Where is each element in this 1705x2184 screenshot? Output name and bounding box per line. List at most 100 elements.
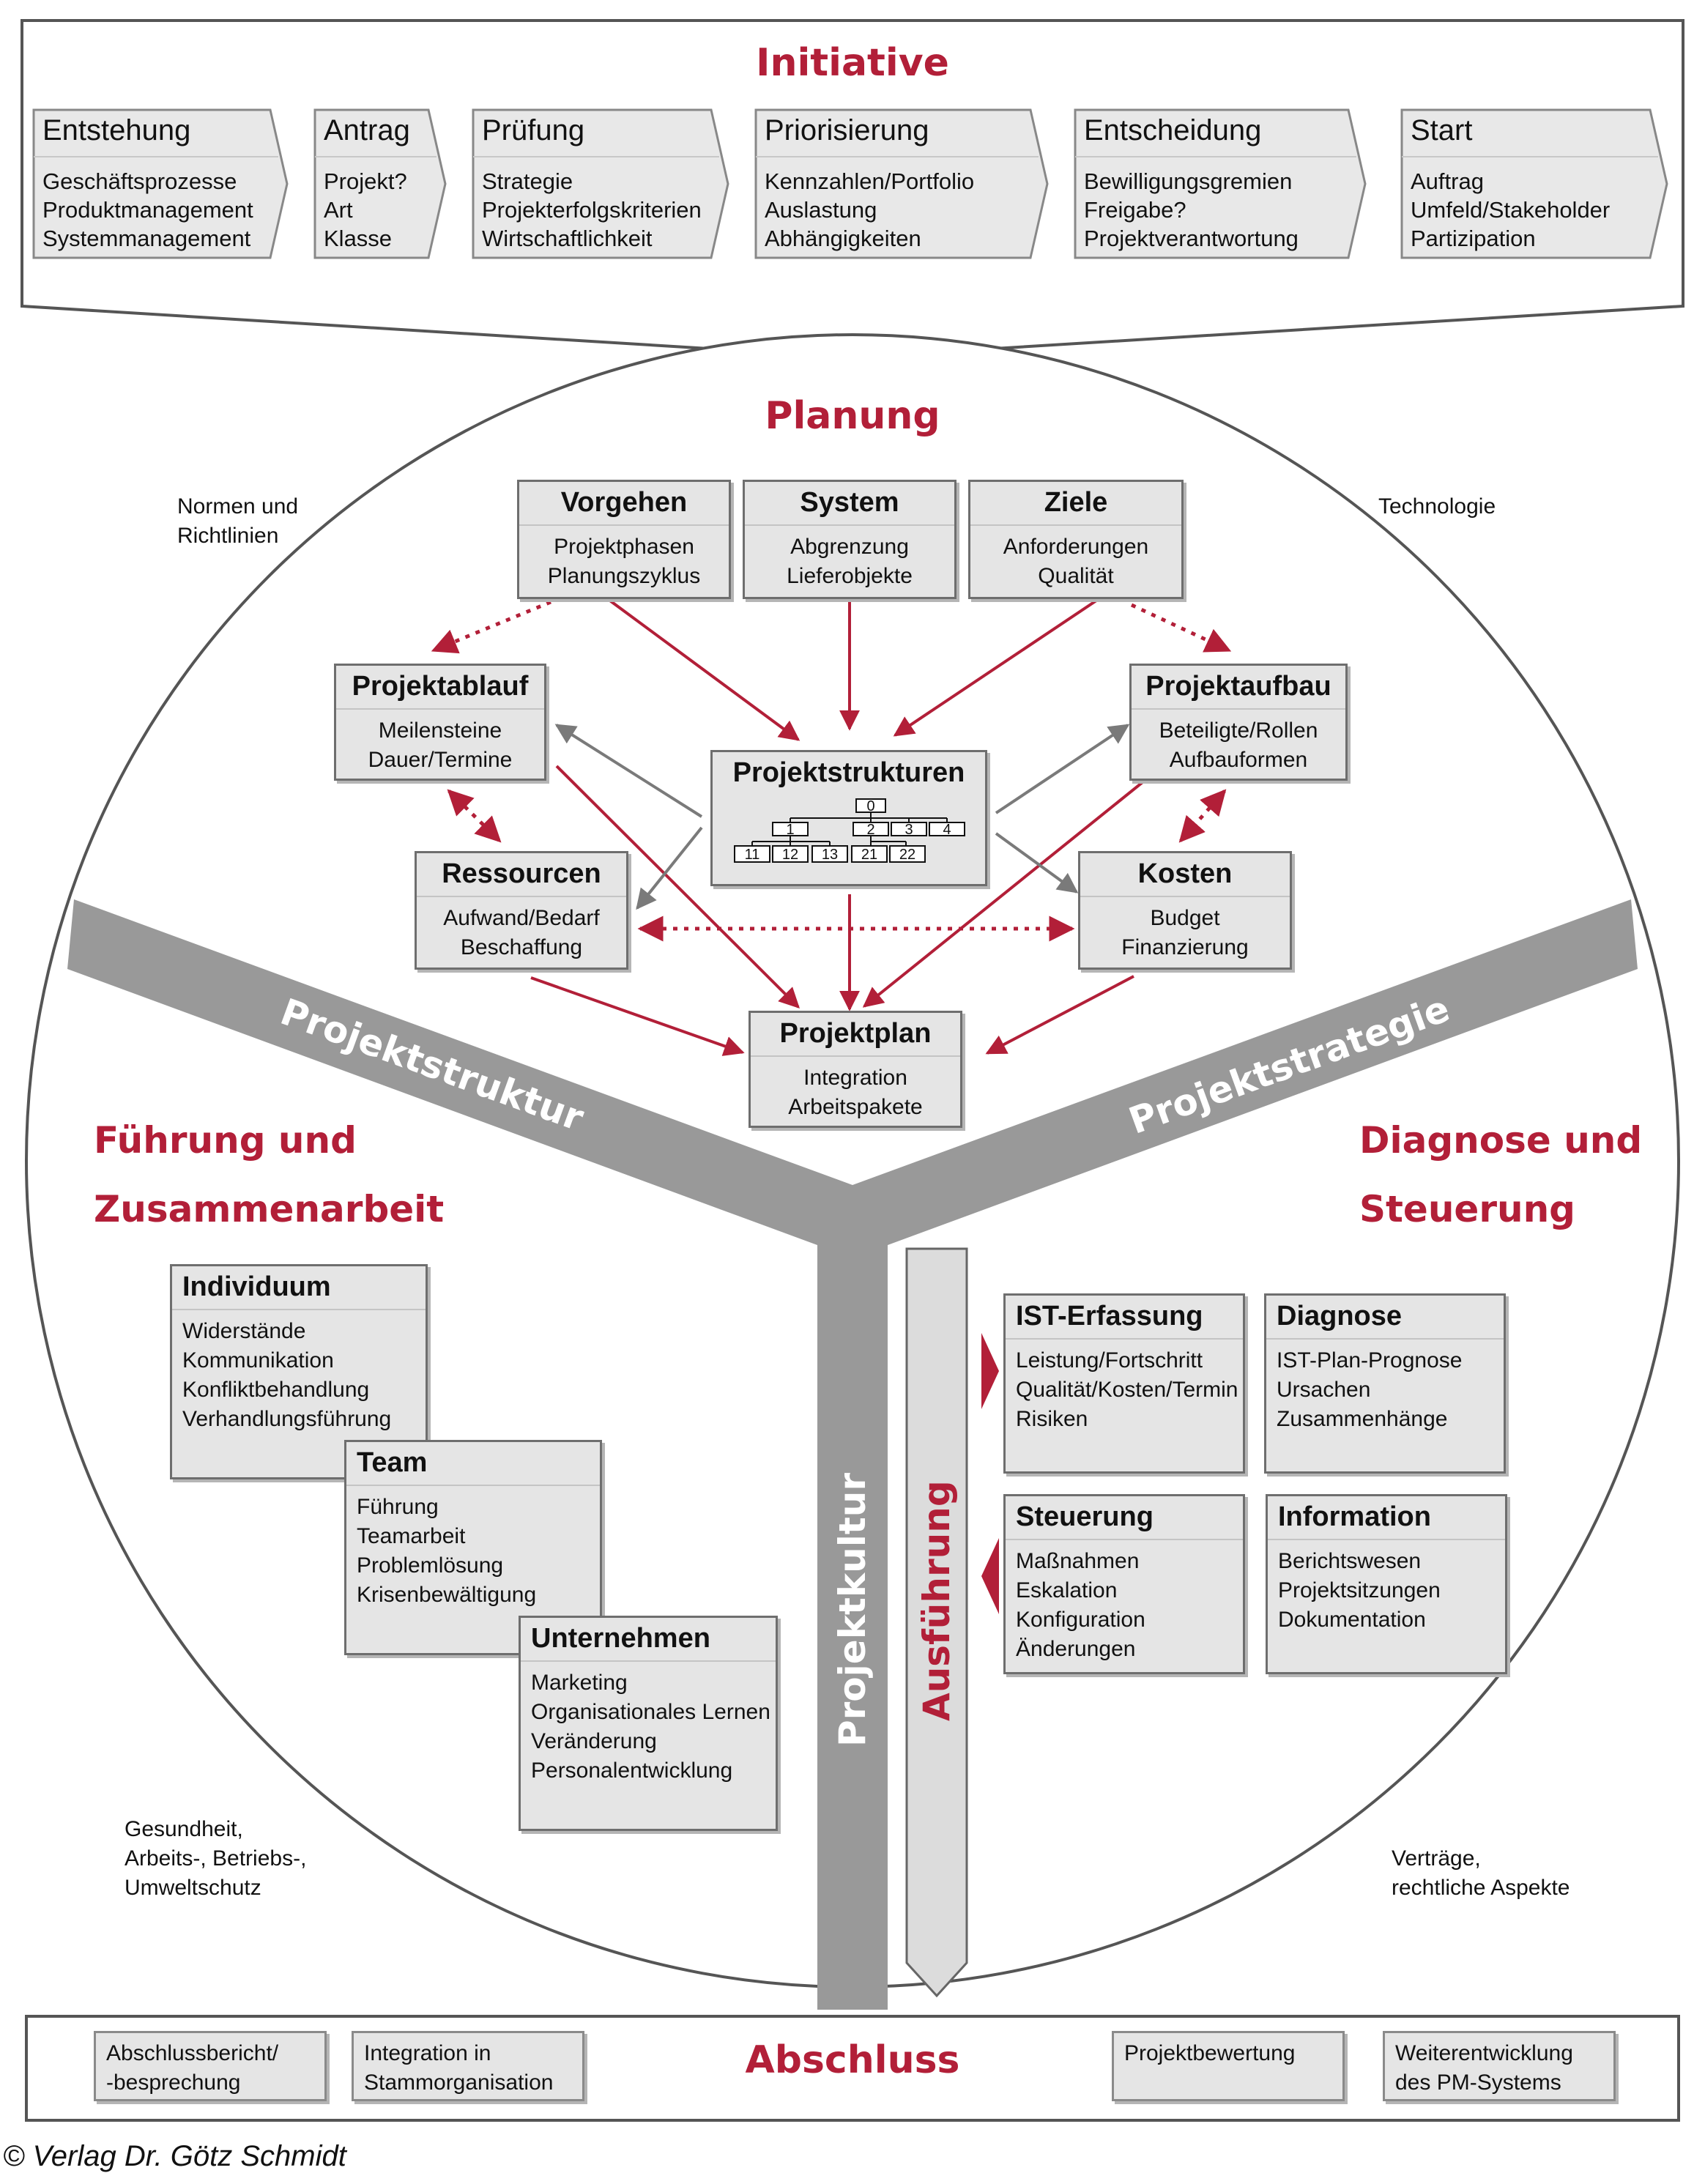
box-title: Projektplan bbox=[751, 1013, 960, 1057]
wbs-node: 2 bbox=[866, 822, 874, 838]
chevron-shape bbox=[1074, 108, 1367, 259]
box-ziele: Ziele Anforderungen Qualität bbox=[968, 480, 1184, 599]
box-projektstrukturen: Projektstrukturen bbox=[710, 750, 987, 886]
step-lines: Geschäftsprozesse Produktmanagement Syst… bbox=[42, 168, 253, 251]
box-title: Team bbox=[346, 1442, 600, 1486]
step-lines: Projekt? Art Klasse bbox=[324, 168, 407, 251]
note-technologie: Technologie bbox=[1378, 494, 1496, 519]
fuehrung-title-line-2: Zusammenarbeit bbox=[94, 1188, 445, 1230]
planung-title: Planung bbox=[765, 394, 940, 438]
step-start: Start Auftrag Umfeld/Stakeholder Partizi… bbox=[1400, 108, 1668, 259]
arrow-ressourcen-plan bbox=[530, 976, 745, 1056]
band-label-projektkultur: Projektkultur bbox=[831, 1473, 874, 1747]
diagnose-title-line-2: Steuerung bbox=[1359, 1188, 1575, 1230]
diagnose-title-line-1: Diagnose und bbox=[1359, 1119, 1643, 1162]
box-lines: Widerstände Kommunikation Konfliktbehand… bbox=[182, 1319, 392, 1431]
initiative-title: Initiative bbox=[756, 41, 949, 85]
step-lines: Kennzahlen/Portfolio Auslastung Abhängig… bbox=[765, 168, 975, 251]
abschluss-item-weiterentwicklung: Weiterentwicklung des PM-Systems bbox=[1383, 2031, 1616, 2101]
chevron-shape bbox=[754, 108, 1049, 259]
step-lines: Strategie Projekterfolgskriterien Wirtsc… bbox=[482, 168, 702, 251]
box-title: Information bbox=[1268, 1496, 1505, 1540]
box-projektplan: Projektplan Integration Arbeitspakete bbox=[749, 1011, 962, 1128]
grey-arrow-ablauf bbox=[554, 724, 703, 818]
step-title: Priorisierung bbox=[765, 114, 929, 146]
box-lines: Projektphasen Planungszyklus bbox=[547, 535, 701, 588]
step-entstehung: Entstehung Geschäftsprozesse Produktmana… bbox=[32, 108, 289, 259]
ist-triangle bbox=[981, 1333, 999, 1409]
box-title: Projektstrukturen bbox=[732, 757, 965, 788]
box-title: Steuerung bbox=[1006, 1496, 1243, 1540]
box-title: Kosten bbox=[1080, 853, 1290, 897]
box-information: Information Berichtswesen Projektsitzung… bbox=[1266, 1494, 1507, 1674]
box-title: Unternehmen bbox=[521, 1618, 776, 1662]
box-ressourcen: Ressourcen Aufwand/Bedarf Beschaffung bbox=[415, 851, 628, 970]
chevron-shape bbox=[472, 108, 729, 259]
wbs-node: 11 bbox=[745, 847, 760, 863]
chevron-shape bbox=[32, 108, 289, 259]
box-system: System Abgrenzung Lieferobjekte bbox=[743, 480, 956, 599]
box-lines: Aufwand/Bedarf Beschaffung bbox=[443, 906, 600, 959]
abschluss-item-integration: Integration in Stammorganisation bbox=[352, 2031, 584, 2101]
step-lines: Bewilligungsgremien Freigabe? Projektver… bbox=[1084, 168, 1299, 251]
step-title: Entstehung bbox=[42, 114, 191, 146]
note-vertraege: Verträge, rechtliche Aspekte bbox=[1392, 1846, 1570, 1900]
step-title: Entscheidung bbox=[1084, 114, 1262, 146]
grey-arrow-aufbau bbox=[995, 724, 1130, 814]
box-lines: Leistung/Fortschritt Qualität/Kosten/Ter… bbox=[1016, 1348, 1238, 1431]
wbs-node: 22 bbox=[899, 847, 915, 863]
box-lines: Beteiligte/Rollen Aufbauformen bbox=[1159, 718, 1318, 772]
dotted-aufbau-kosten bbox=[1178, 789, 1227, 843]
box-lines: Berichtswesen Projektsitzungen Dokumenta… bbox=[1278, 1549, 1441, 1632]
box-title: Projektablauf bbox=[336, 666, 544, 710]
wbs-node: 12 bbox=[782, 847, 798, 863]
wbs-node: 21 bbox=[861, 847, 877, 863]
abschluss-title: Abschluss bbox=[745, 2038, 960, 2082]
step-title: Prüfung bbox=[482, 114, 585, 146]
arrow-kosten-plan bbox=[985, 975, 1134, 1055]
initiative-frame bbox=[21, 19, 1684, 360]
box-lines: Meilensteine Dauer/Termine bbox=[368, 718, 513, 772]
diagnose-title: Diagnose und Steuerung bbox=[1359, 1106, 1642, 1244]
box-steuerung: Steuerung Maßnahmen Eskalation Konfigura… bbox=[1003, 1494, 1245, 1674]
box-title: IST-Erfassung bbox=[1006, 1296, 1243, 1340]
box-lines: Integration Arbeitspakete bbox=[788, 1066, 923, 1119]
step-title: Start bbox=[1411, 114, 1473, 146]
wbs-node: 13 bbox=[822, 847, 838, 863]
abschluss-item-bericht: Abschlussbericht/ -besprechung bbox=[94, 2031, 327, 2101]
box-title: Diagnose bbox=[1266, 1296, 1504, 1340]
step-priorisierung: Priorisierung Kennzahlen/Portfolio Ausla… bbox=[754, 108, 1049, 259]
step-antrag: Antrag Projekt? Art Klasse bbox=[313, 108, 447, 259]
fuehrung-title-line-1: Führung und bbox=[94, 1119, 357, 1162]
box-lines: IST-Plan-Prognose Ursachen Zusammenhänge bbox=[1277, 1348, 1463, 1431]
box-lines: Maßnahmen Eskalation Konfiguration Änder… bbox=[1016, 1549, 1145, 1661]
step-title: Antrag bbox=[324, 114, 410, 146]
chevron-shape bbox=[1400, 108, 1668, 259]
note-gesundheit: Gesundheit, Arbeits-, Betriebs-, Umwelts… bbox=[125, 1817, 307, 1900]
dotted-ziele-aufbau bbox=[1130, 603, 1232, 653]
box-unternehmen: Unternehmen Marketing Organisationales L… bbox=[519, 1616, 778, 1831]
box-vorgehen: Vorgehen Projektphasen Planungszyklus bbox=[517, 480, 731, 599]
box-lines: Führung Teamarbeit Problemlösung Krisenb… bbox=[357, 1495, 537, 1607]
copyright-text: © Verlag Dr. Götz Schmidt bbox=[3, 2140, 346, 2172]
box-title: Projektaufbau bbox=[1132, 666, 1345, 710]
wbs-node: 3 bbox=[904, 822, 913, 838]
fuehrung-title: Führung und Zusammenarbeit bbox=[94, 1106, 444, 1244]
box-lines: Anforderungen Qualität bbox=[1003, 535, 1149, 588]
dotted-ablauf-ressourcen bbox=[447, 789, 502, 843]
box-lines: Abgrenzung Lieferobjekte bbox=[787, 535, 913, 588]
steuerung-triangle bbox=[981, 1538, 999, 1614]
box-title: Ziele bbox=[970, 482, 1181, 526]
abschluss-item-bewertung: Projektbewertung bbox=[1112, 2031, 1345, 2101]
note-normen: Normen und Richtlinien bbox=[177, 494, 299, 548]
arrow-ziele-strukturen bbox=[893, 598, 1100, 737]
box-lines: Marketing Organisationales Lernen Veränd… bbox=[531, 1671, 770, 1783]
box-diagnose: Diagnose IST-Plan-Prognose Ursachen Zusa… bbox=[1264, 1293, 1506, 1474]
box-projektaufbau: Projektaufbau Beteiligte/Rollen Aufbaufo… bbox=[1129, 664, 1348, 781]
box-title: Individuum bbox=[172, 1266, 426, 1310]
chevron-shape bbox=[313, 108, 447, 259]
arrow-ablauf-plan bbox=[555, 765, 800, 1009]
box-kosten: Kosten Budget Finanzierung bbox=[1078, 851, 1292, 970]
grey-arrow-ressourcen bbox=[636, 826, 703, 910]
